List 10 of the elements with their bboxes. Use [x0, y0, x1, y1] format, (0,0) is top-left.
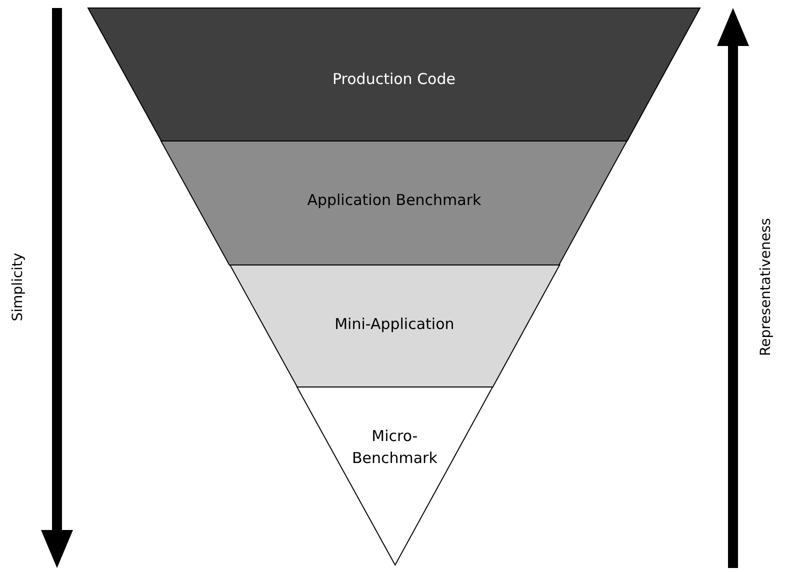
axis-label: Representativeness [758, 218, 774, 356]
band-segment [161, 141, 628, 265]
level-label: Micro-Benchmark [350, 426, 438, 469]
level-label: Application Benchmark [306, 191, 482, 209]
band-segment [88, 8, 700, 141]
band-segment [230, 265, 560, 387]
level-label: Mini-Application [334, 315, 456, 333]
apex-segment [296, 387, 492, 565]
level-label: Production Code [332, 70, 456, 88]
axis-label: Simplicity [10, 252, 26, 322]
